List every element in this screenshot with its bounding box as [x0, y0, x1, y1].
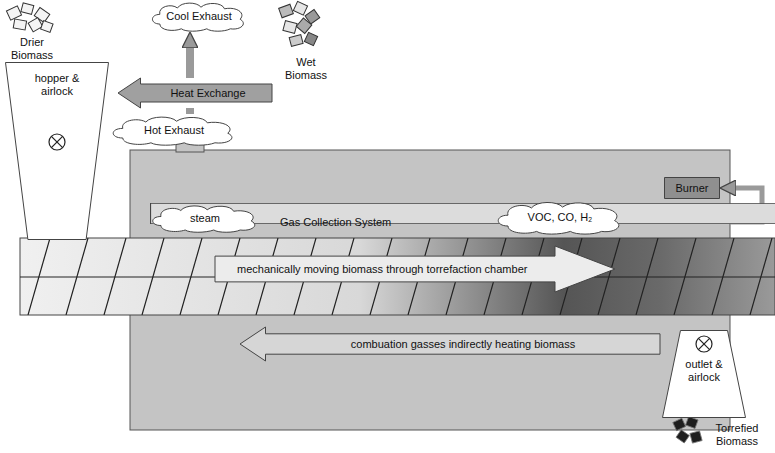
screw-conveyor — [20, 238, 775, 315]
gas-collection-band: steam VOC, CO, H₂ Gas Collection System — [130, 208, 730, 236]
torrefied-biomass-pile — [676, 430, 689, 443]
shape-outline — [6, 63, 109, 240]
outlet-airlock: outlet & airlock — [662, 330, 746, 418]
torrefied-biomass-pile — [686, 417, 698, 429]
flow-arrow — [186, 48, 194, 78]
shape-outline — [665, 178, 720, 199]
node-label: mechanically moving biomass through torr… — [237, 263, 527, 276]
cloud-outline — [152, 3, 243, 31]
material-label: Wet Biomass — [282, 56, 330, 81]
node-label: steam — [190, 212, 220, 225]
node-label: Gas Collection System — [280, 216, 391, 229]
node-label: VOC, CO, H₂ — [528, 211, 593, 224]
node-label: combuation gasses indirectly heating bio… — [351, 338, 575, 351]
wet-biomass-pile — [283, 21, 297, 34]
torrefied-biomass-pile — [673, 418, 686, 430]
exhaust-cloud: Cool Exhaust — [150, 0, 248, 32]
node-text-group: hopper & airlock — [29, 72, 85, 97]
combustion-arrow: combuation gasses indirectly heating bio… — [240, 327, 660, 361]
cloud-outline — [113, 117, 232, 145]
material-label: Torrefied Biomass — [706, 422, 768, 447]
node-label: Burner — [675, 182, 708, 195]
heat-exchange-arrow: Heat Exchange — [118, 78, 272, 108]
wet-biomass-pile — [304, 32, 317, 45]
steam-cloud: steam — [150, 203, 260, 233]
node-label: outlet & airlock — [680, 358, 728, 383]
drier-biomass-pile — [6, 6, 21, 20]
wet-biomass-pile — [289, 35, 303, 47]
drier-biomass-pile — [28, 18, 43, 32]
node-text-group: Heat Exchange — [170, 87, 245, 100]
node-text-group: mechanically moving biomass through torr… — [237, 263, 527, 276]
gas-cloud: VOC, CO, H₂ — [495, 199, 625, 235]
node-text-group: Burner — [675, 182, 708, 195]
node-text-group: outlet & airlock — [680, 358, 728, 383]
node-label: Hot Exhaust — [144, 124, 204, 137]
shape-outline — [215, 246, 615, 292]
airlock-valve — [696, 336, 712, 352]
wet-biomass-pile — [279, 4, 294, 18]
airlock-valve — [49, 134, 65, 150]
torrefied-biomass-pile — [690, 431, 702, 443]
node-text-group: combuation gasses indirectly heating bio… — [351, 338, 575, 351]
node-label: hopper & airlock — [29, 72, 85, 97]
flow-arrow — [186, 108, 194, 114]
wet-biomass-pile — [293, 1, 307, 15]
node-label: Heat Exchange — [170, 87, 245, 100]
exhaust-cloud: Hot Exhaust — [110, 114, 238, 146]
node-text-group: Hot Exhaust — [144, 124, 204, 137]
cloud-outline — [498, 202, 619, 234]
wet-biomass-pile — [296, 18, 311, 33]
burner-box: Burner — [664, 177, 720, 199]
shape-outline — [240, 327, 660, 361]
cloud-outline — [153, 206, 255, 232]
drier-biomass-pile — [13, 19, 26, 30]
screw-flights — [20, 238, 775, 315]
shape-outline — [118, 78, 272, 108]
wet-biomass-pile — [279, 1, 320, 46]
conveyor-arrow: mechanically moving biomass through torr… — [215, 246, 615, 292]
node-text-group: Cool Exhaust — [166, 10, 231, 23]
drier-biomass-pile — [41, 21, 53, 33]
shape-outline — [663, 331, 746, 418]
node-text-group: VOC, CO, H₂ — [528, 211, 593, 224]
torrefied-biomass-pile — [673, 417, 702, 444]
drier-biomass-pile — [21, 3, 34, 15]
node-text-group: steam — [190, 212, 220, 225]
node-text-group: Gas Collection System — [280, 216, 391, 229]
node-label: Cool Exhaust — [166, 10, 231, 23]
material-label: Drier Biomass — [6, 36, 58, 61]
hopper-airlock: hopper & airlock — [5, 62, 109, 240]
drier-biomass-pile — [6, 3, 53, 33]
